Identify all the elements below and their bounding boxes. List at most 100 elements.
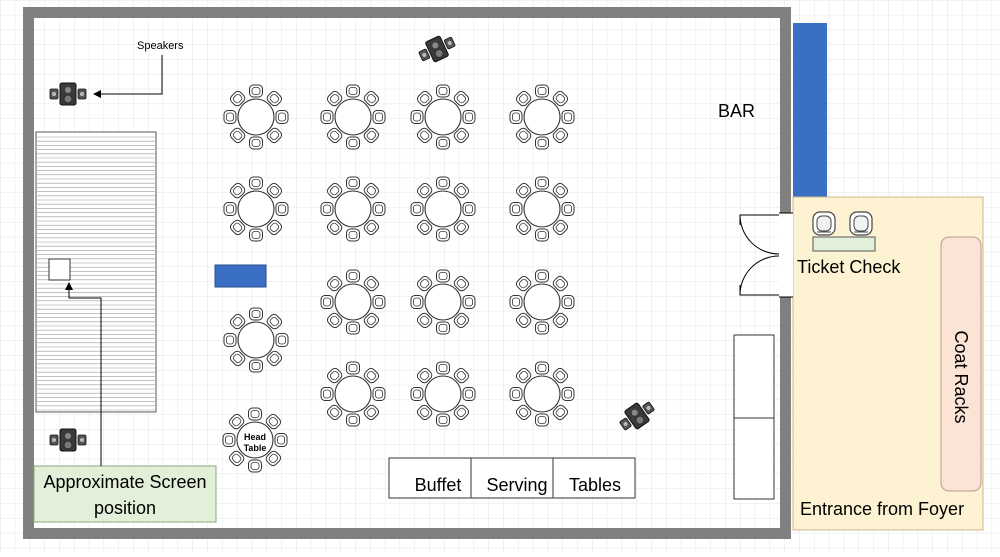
chair-icon — [266, 182, 283, 199]
head-table-label-line1: Head — [244, 432, 266, 442]
round-table-icon[interactable] — [320, 361, 386, 427]
tables-label: Tables — [569, 475, 621, 495]
chair-icon — [436, 361, 450, 375]
chair-icon — [275, 202, 289, 216]
chair-icon — [436, 321, 450, 335]
chair-icon — [515, 182, 532, 199]
chair-icon — [266, 350, 283, 367]
chair-icon — [249, 359, 263, 373]
buffet-label: Buffet — [415, 475, 462, 495]
chair-icon — [320, 202, 334, 216]
chair-icon — [363, 90, 380, 107]
chair-icon — [372, 295, 386, 309]
chair-icon — [346, 176, 360, 190]
chair-icon — [274, 433, 288, 447]
chair-icon — [453, 182, 470, 199]
chair-icon — [320, 387, 334, 401]
chair-icon — [462, 110, 476, 124]
chair-icon — [266, 219, 283, 236]
round-table-icon[interactable] — [509, 361, 575, 427]
ticket-check-label: Ticket Check — [797, 257, 901, 277]
chair-icon — [535, 176, 549, 190]
chair-icon — [535, 413, 549, 427]
chair-icon — [535, 84, 549, 98]
speaker-icon[interactable] — [416, 31, 458, 66]
screen-label-line1: Approximate Screen — [43, 472, 206, 492]
chair-icon — [453, 275, 470, 292]
round-table-icon[interactable] — [410, 176, 476, 242]
chair-icon — [229, 90, 246, 107]
chair-icon — [416, 275, 433, 292]
chair-icon — [436, 269, 450, 283]
chair-icon — [223, 202, 237, 216]
round-table-icon[interactable] — [509, 269, 575, 335]
chair-icon — [552, 90, 569, 107]
door-icon[interactable] — [739, 212, 793, 298]
chair-icon — [515, 367, 532, 384]
speaker-icon[interactable] — [616, 397, 658, 436]
chair-icon — [561, 110, 575, 124]
round-table-icon[interactable] — [509, 84, 575, 150]
round-table-icon[interactable] — [320, 84, 386, 150]
round-table-icon[interactable] — [410, 84, 476, 150]
round-table-icon[interactable] — [222, 407, 288, 473]
chair-icon — [248, 407, 262, 421]
chair-icon — [416, 367, 433, 384]
round-table-icon[interactable] — [410, 361, 476, 427]
chair-icon — [535, 361, 549, 375]
chair-icon — [249, 228, 263, 242]
bar-counter — [793, 23, 827, 197]
chair-icon — [416, 219, 433, 236]
speaker-icon[interactable] — [49, 428, 87, 452]
chair-icon — [453, 312, 470, 329]
chair-icon — [561, 295, 575, 309]
chair-icon — [326, 404, 343, 421]
chair-icon — [228, 413, 245, 430]
chair-icon — [346, 269, 360, 283]
chair-icon — [326, 219, 343, 236]
chair-icon — [509, 110, 523, 124]
bar-label: BAR — [718, 101, 755, 121]
round-table-icon[interactable] — [509, 176, 575, 242]
chair-icon — [275, 110, 289, 124]
chair-icon — [265, 450, 282, 467]
projector-box — [48, 258, 71, 281]
chair-icon — [453, 219, 470, 236]
side-table-upper — [733, 334, 775, 419]
side-table-lower — [733, 417, 775, 500]
chair-icon — [229, 350, 246, 367]
chair-icon — [346, 321, 360, 335]
chair-icon — [561, 387, 575, 401]
speaker-icon[interactable] — [49, 82, 87, 106]
chair-icon — [535, 136, 549, 150]
chair-icon — [561, 202, 575, 216]
round-table-icon[interactable] — [320, 269, 386, 335]
chair-icon — [552, 367, 569, 384]
chair-icon — [229, 127, 246, 144]
chair-icon — [266, 127, 283, 144]
chair-icon — [535, 321, 549, 335]
chair-icon — [812, 211, 836, 236]
chair-icon — [326, 275, 343, 292]
round-table-icon[interactable] — [223, 307, 289, 373]
round-table-icon[interactable] — [223, 84, 289, 150]
chair-icon — [222, 433, 236, 447]
round-table-icon[interactable] — [320, 176, 386, 242]
serving-label: Serving — [486, 475, 547, 495]
chair-icon — [552, 127, 569, 144]
chair-icon — [416, 312, 433, 329]
round-table-icon[interactable] — [223, 176, 289, 242]
chair-icon — [346, 228, 360, 242]
chair-icon — [248, 459, 262, 473]
chair-icon — [509, 295, 523, 309]
speakers-group — [49, 31, 658, 452]
chair-icon — [229, 313, 246, 330]
chair-icon — [346, 84, 360, 98]
round-table-icon[interactable] — [410, 269, 476, 335]
chair-icon — [552, 182, 569, 199]
chair-icon — [436, 84, 450, 98]
chair-icon — [363, 219, 380, 236]
chair-icon — [515, 275, 532, 292]
